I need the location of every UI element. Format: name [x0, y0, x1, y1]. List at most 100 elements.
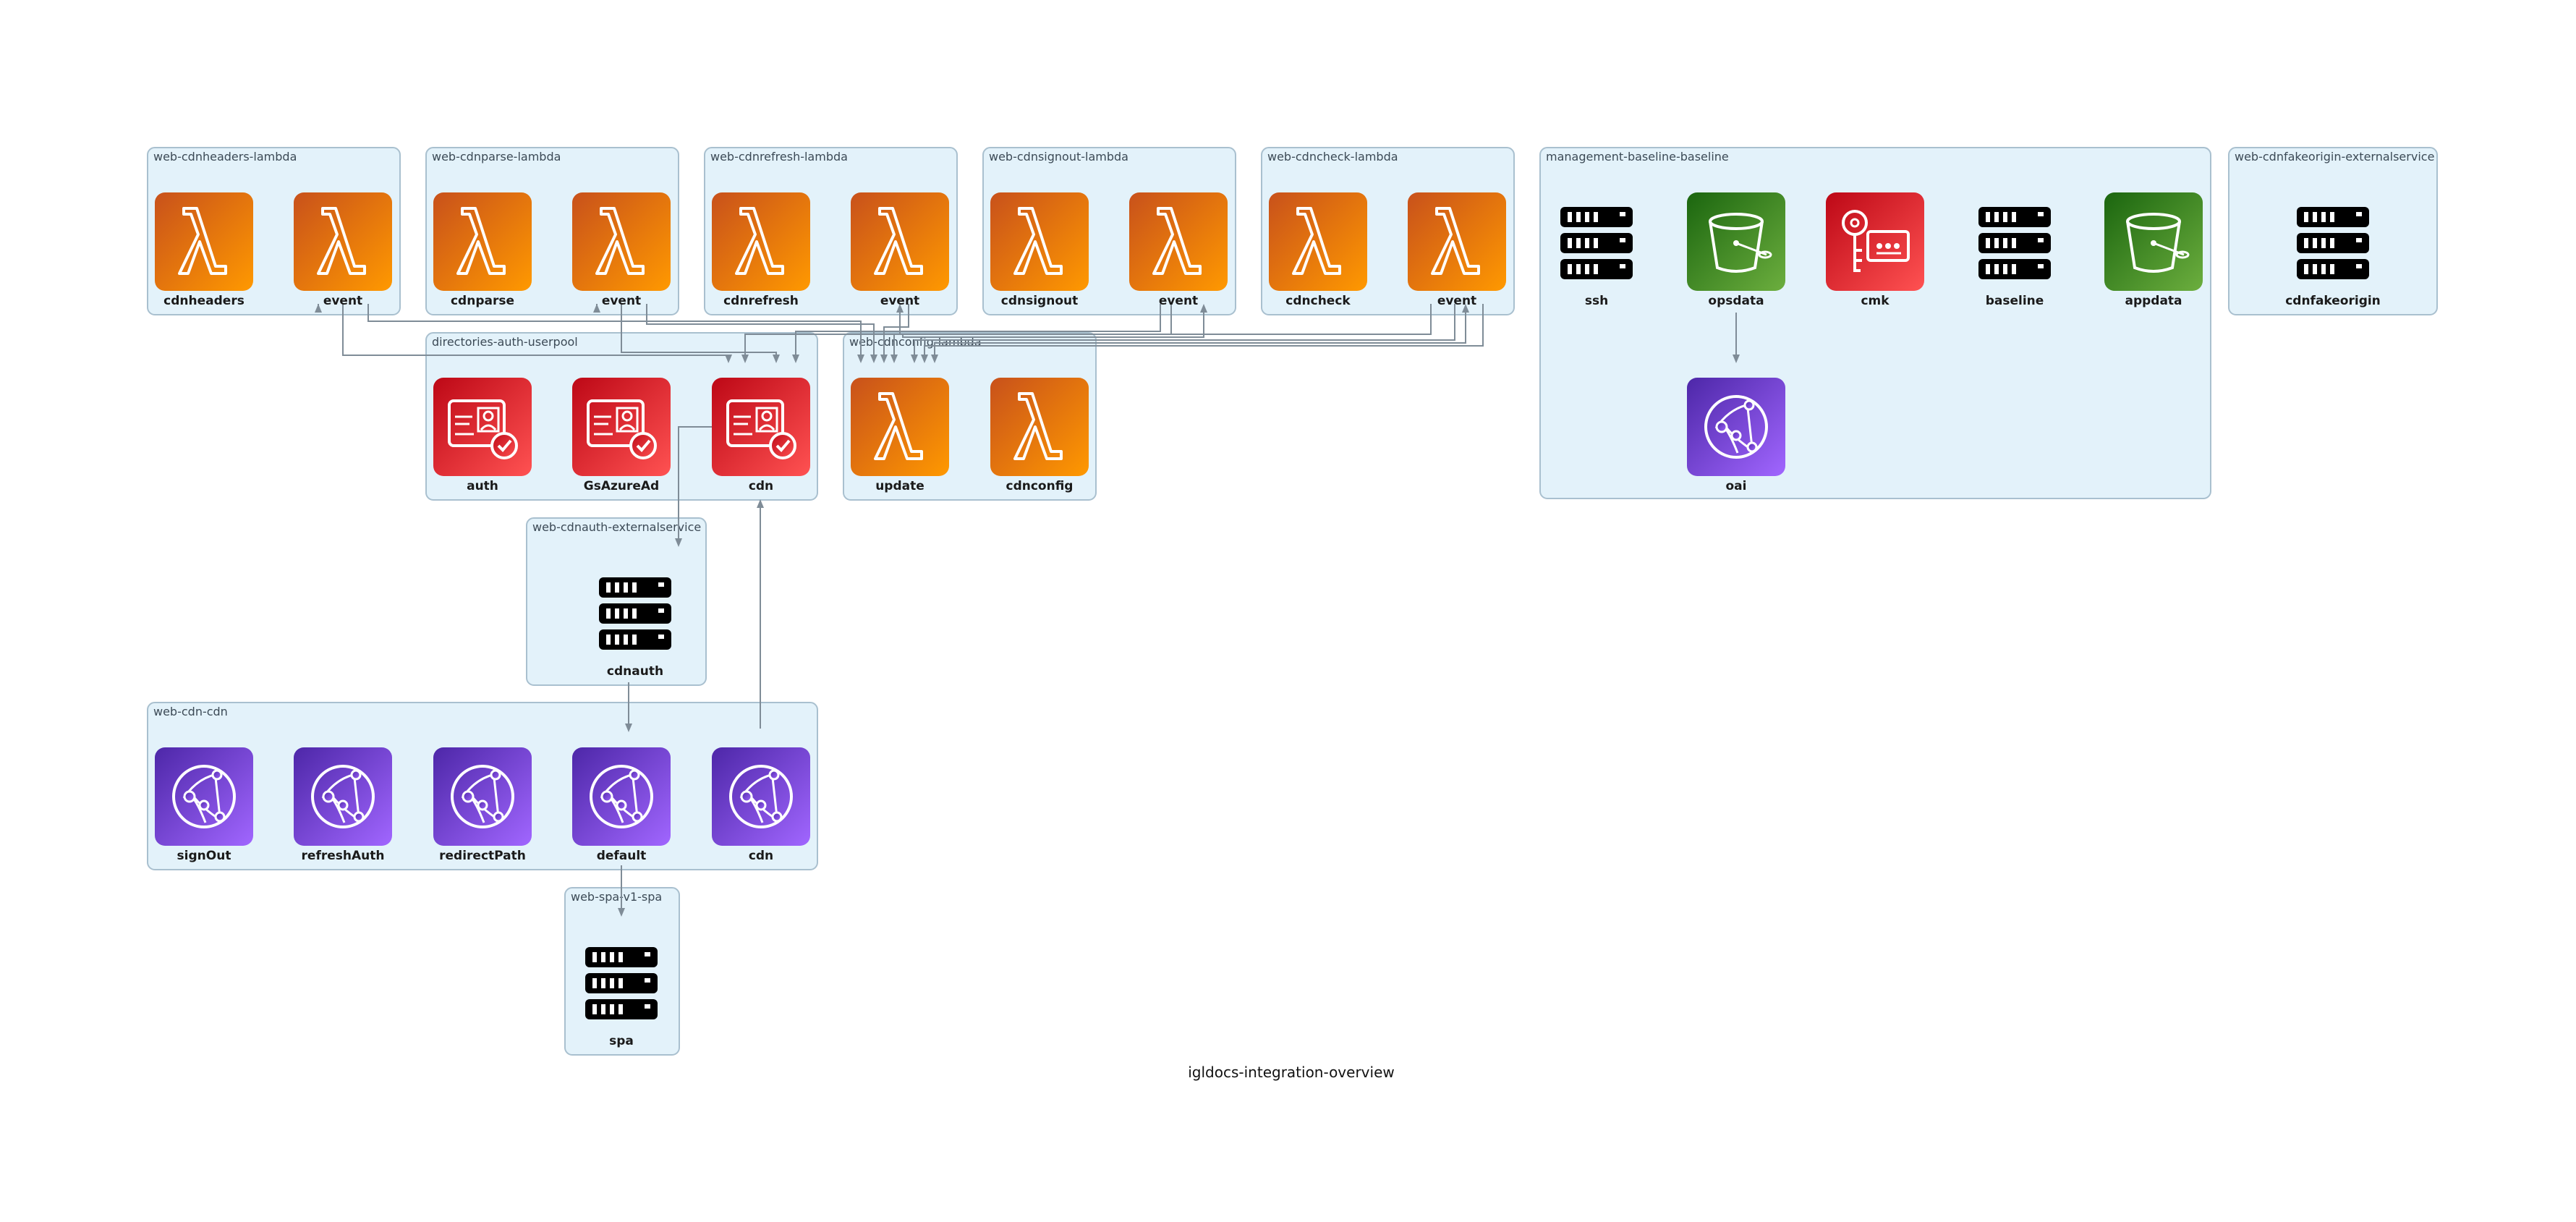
- cluster-label: web-cdnparse-lambda: [432, 150, 561, 164]
- cloudfront-icon: [1687, 378, 1785, 476]
- cluster-label: directories-auth-userpool: [432, 335, 578, 349]
- edge: [914, 304, 1455, 360]
- edge: [795, 304, 1161, 360]
- node-label: baseline: [1986, 294, 2044, 308]
- node-cdnconfig[interactable]: cdnconfig: [990, 378, 1089, 493]
- node-userpool-cdn[interactable]: cdn: [712, 378, 810, 493]
- lambda-icon: [155, 192, 253, 291]
- arrowhead: [931, 355, 938, 363]
- node-label: event: [1159, 294, 1198, 308]
- node-label: event: [323, 294, 362, 308]
- node-label: auth: [467, 479, 498, 493]
- cluster-label: web-cdnsignout-lambda: [989, 150, 1128, 164]
- lambda-icon: [990, 192, 1089, 291]
- node-label: ssh: [1585, 294, 1608, 308]
- arrowhead: [911, 355, 918, 363]
- node-cdn[interactable]: cdn: [712, 747, 810, 863]
- node-cdnparse-event[interactable]: event: [572, 192, 671, 308]
- node-cdnparse[interactable]: cdnparse: [433, 192, 532, 308]
- node-refreshauth[interactable]: refreshAuth: [294, 747, 392, 863]
- edge: [744, 304, 1432, 360]
- cognito-icon: [712, 378, 810, 476]
- server-icon: [1978, 207, 2051, 279]
- node-spa[interactable]: spa: [585, 947, 658, 1048]
- node-label: cdnfakeorigin: [2285, 294, 2381, 308]
- node-cdnheaders-event[interactable]: event: [294, 192, 392, 308]
- diagram-title: igldocs-integration-overview: [1188, 1064, 1394, 1081]
- server-icon: [585, 947, 658, 1019]
- node-oai[interactable]: oai: [1687, 378, 1785, 493]
- lambda-icon: [990, 378, 1089, 476]
- arrowhead: [675, 538, 682, 547]
- cloudfront-icon: [433, 747, 532, 846]
- node-gsazuread[interactable]: GsAzureAd: [572, 378, 671, 493]
- lambda-icon: [433, 192, 532, 291]
- cluster-label: web-cdncheck-lambda: [1267, 150, 1398, 164]
- node-cdnheaders[interactable]: cdnheaders: [155, 192, 253, 308]
- cloudfront-icon: [294, 747, 392, 846]
- node-label: cdnheaders: [163, 294, 245, 308]
- edge: [934, 308, 1466, 360]
- cognito-icon: [433, 378, 532, 476]
- lambda-icon: [1129, 192, 1228, 291]
- arrowhead: [1733, 355, 1740, 363]
- node-cdncheck-event[interactable]: event: [1408, 192, 1506, 308]
- node-label: event: [602, 294, 641, 308]
- node-default[interactable]: default: [572, 747, 671, 863]
- node-signout[interactable]: signOut: [155, 747, 253, 863]
- edge: [367, 304, 862, 360]
- node-cdnfakeorigin[interactable]: cdnfakeorigin: [2285, 207, 2381, 308]
- node-cdncheck[interactable]: cdncheck: [1269, 192, 1367, 308]
- node-opsdata[interactable]: opsdata: [1687, 192, 1785, 308]
- cluster-label: web-cdnauth-externalservice: [532, 520, 701, 534]
- arrowhead: [792, 355, 799, 363]
- node-baseline[interactable]: baseline: [1978, 207, 2051, 308]
- node-update[interactable]: update: [851, 378, 949, 493]
- node-label: opsdata: [1708, 294, 1764, 308]
- node-ssh[interactable]: ssh: [1560, 207, 1633, 308]
- node-label: refreshAuth: [302, 849, 385, 863]
- lambda-icon: [572, 192, 671, 291]
- node-cmk[interactable]: cmk: [1826, 192, 1924, 308]
- node-redirectpath[interactable]: redirectPath: [433, 747, 532, 863]
- node-cdnrefresh[interactable]: cdnrefresh: [712, 192, 810, 308]
- node-cdnrefresh-event[interactable]: event: [851, 192, 949, 308]
- node-label: cdn: [749, 479, 773, 493]
- node-label: redirectPath: [439, 849, 526, 863]
- kms-key-icon: [1826, 192, 1924, 291]
- cognito-icon: [572, 378, 671, 476]
- server-icon: [2297, 207, 2369, 279]
- node-label: cdn: [749, 849, 773, 863]
- cluster-label: web-cdn-cdn: [153, 705, 228, 718]
- node-cdnsignout[interactable]: cdnsignout: [990, 192, 1089, 308]
- arrowhead: [625, 724, 632, 732]
- node-auth[interactable]: auth: [433, 378, 532, 493]
- arrowhead: [618, 908, 625, 917]
- cluster-label: web-cdnheaders-lambda: [153, 150, 297, 164]
- cluster-web-cdnfakeorigin-externalservice: web-cdnfakeorigin-externalservice: [2228, 147, 2438, 315]
- edge: [902, 308, 1204, 338]
- lambda-icon: [1269, 192, 1367, 291]
- node-label: cdnparse: [451, 294, 514, 308]
- cloudfront-icon: [712, 747, 810, 846]
- cloudfront-icon: [155, 747, 253, 846]
- node-label: default: [597, 849, 647, 863]
- node-cdnauth[interactable]: cdnauth: [599, 577, 671, 679]
- arrowhead: [757, 499, 764, 508]
- arrowhead: [741, 355, 749, 363]
- server-icon: [1560, 207, 1633, 279]
- edge: [678, 426, 713, 539]
- arrowhead: [593, 304, 600, 313]
- node-label: signOut: [177, 849, 231, 863]
- edge: [883, 304, 909, 360]
- edge: [924, 304, 1484, 360]
- cluster-label: web-cdnrefresh-lambda: [710, 150, 848, 164]
- node-cdnsignout-event[interactable]: event: [1129, 192, 1228, 308]
- node-label: appdata: [2125, 294, 2182, 308]
- arrowhead: [725, 355, 732, 363]
- node-appdata[interactable]: appdata: [2104, 192, 2203, 308]
- arrowhead: [870, 355, 877, 363]
- node-label: cdnconfig: [1006, 479, 1074, 493]
- node-label: cdncheck: [1285, 294, 1351, 308]
